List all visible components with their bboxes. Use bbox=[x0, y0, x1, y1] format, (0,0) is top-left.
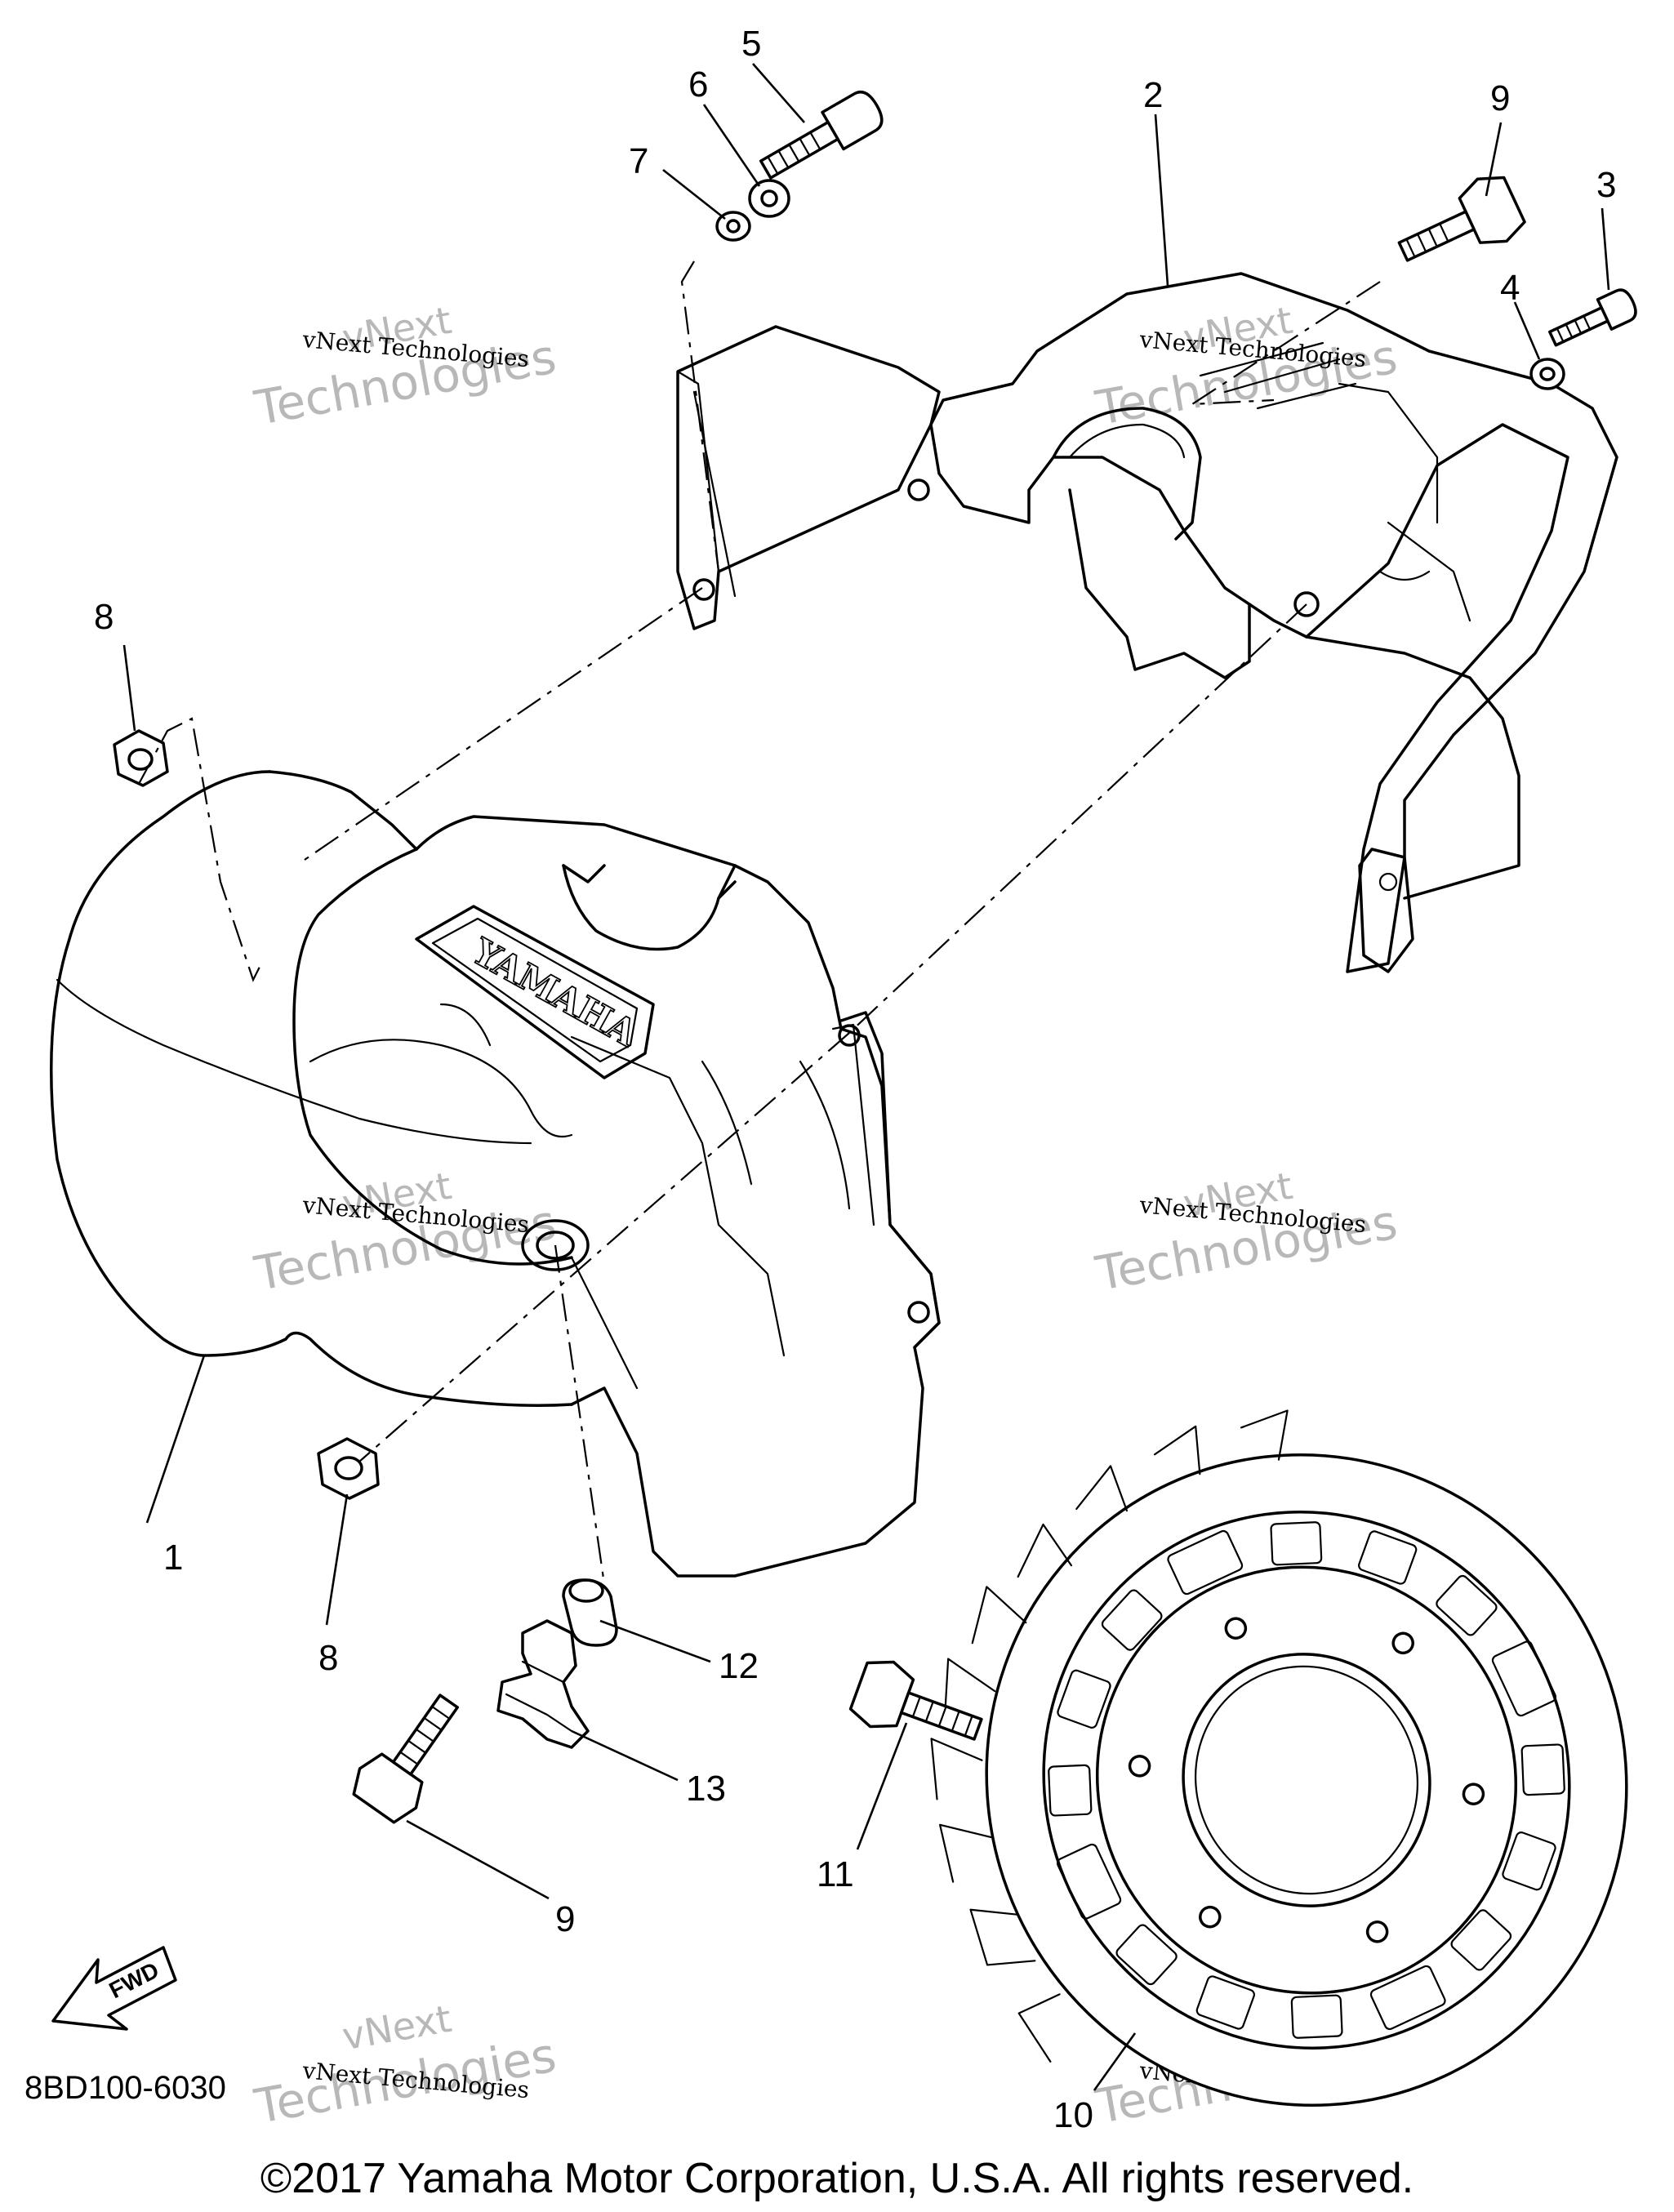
callout-2: 2 bbox=[1143, 75, 1163, 115]
diagram-code: 8BD100-6030 bbox=[24, 2070, 226, 2106]
callout-9-lower: 9 bbox=[555, 1899, 575, 1939]
callout-8-upper: 8 bbox=[94, 597, 114, 637]
callout-11: 11 bbox=[817, 1854, 854, 1894]
part-8-nut-lower bbox=[317, 1437, 380, 1500]
callout-12: 12 bbox=[719, 1646, 759, 1686]
callout-4: 4 bbox=[1500, 268, 1520, 308]
callout-1: 1 bbox=[163, 1538, 183, 1578]
part-2-upper-shroud bbox=[676, 272, 1618, 973]
leader-lines bbox=[122, 63, 1610, 2091]
callout-7: 7 bbox=[629, 141, 648, 181]
callout-8-lower: 8 bbox=[318, 1638, 338, 1678]
callout-13: 13 bbox=[686, 1769, 726, 1809]
part-4-washer bbox=[1529, 358, 1565, 390]
part-5-bolt bbox=[759, 90, 884, 180]
callout-6: 6 bbox=[688, 65, 708, 105]
watermark-bottom-left: vNext Technologies bbox=[250, 1996, 560, 2134]
part-9-bolt-lower bbox=[352, 1693, 459, 1824]
part-10-flywheel-fan bbox=[930, 1409, 1628, 2107]
fwd-arrow-icon: FWD bbox=[51, 1946, 177, 2031]
callout-9-upper: 9 bbox=[1490, 78, 1510, 118]
callout-3: 3 bbox=[1596, 165, 1616, 205]
part-12-collar bbox=[562, 1578, 618, 1647]
callouts: 1 2 3 4 5 6 7 8 8 9 9 10 11 12 13 bbox=[94, 24, 1616, 2135]
part-8-nut-upper bbox=[113, 729, 169, 787]
callout-10: 10 bbox=[1053, 2095, 1093, 2135]
part-6-washer bbox=[748, 179, 790, 218]
yamaha-emblem: YAMAHA bbox=[415, 905, 655, 1079]
part-13-clamp bbox=[496, 1619, 590, 1749]
callout-5: 5 bbox=[741, 24, 761, 64]
part-11-bolt bbox=[848, 1660, 983, 1741]
part-3-screw bbox=[1548, 288, 1637, 347]
copyright-notice: ©2017 Yamaha Motor Corporation, U.S.A. A… bbox=[260, 2155, 1414, 2202]
part-7-washer bbox=[715, 211, 751, 242]
part-1-fan-cover: YAMAHA bbox=[49, 770, 941, 1578]
part-9-bolt-upper bbox=[1397, 176, 1526, 262]
assembly-lines bbox=[138, 260, 1381, 1585]
